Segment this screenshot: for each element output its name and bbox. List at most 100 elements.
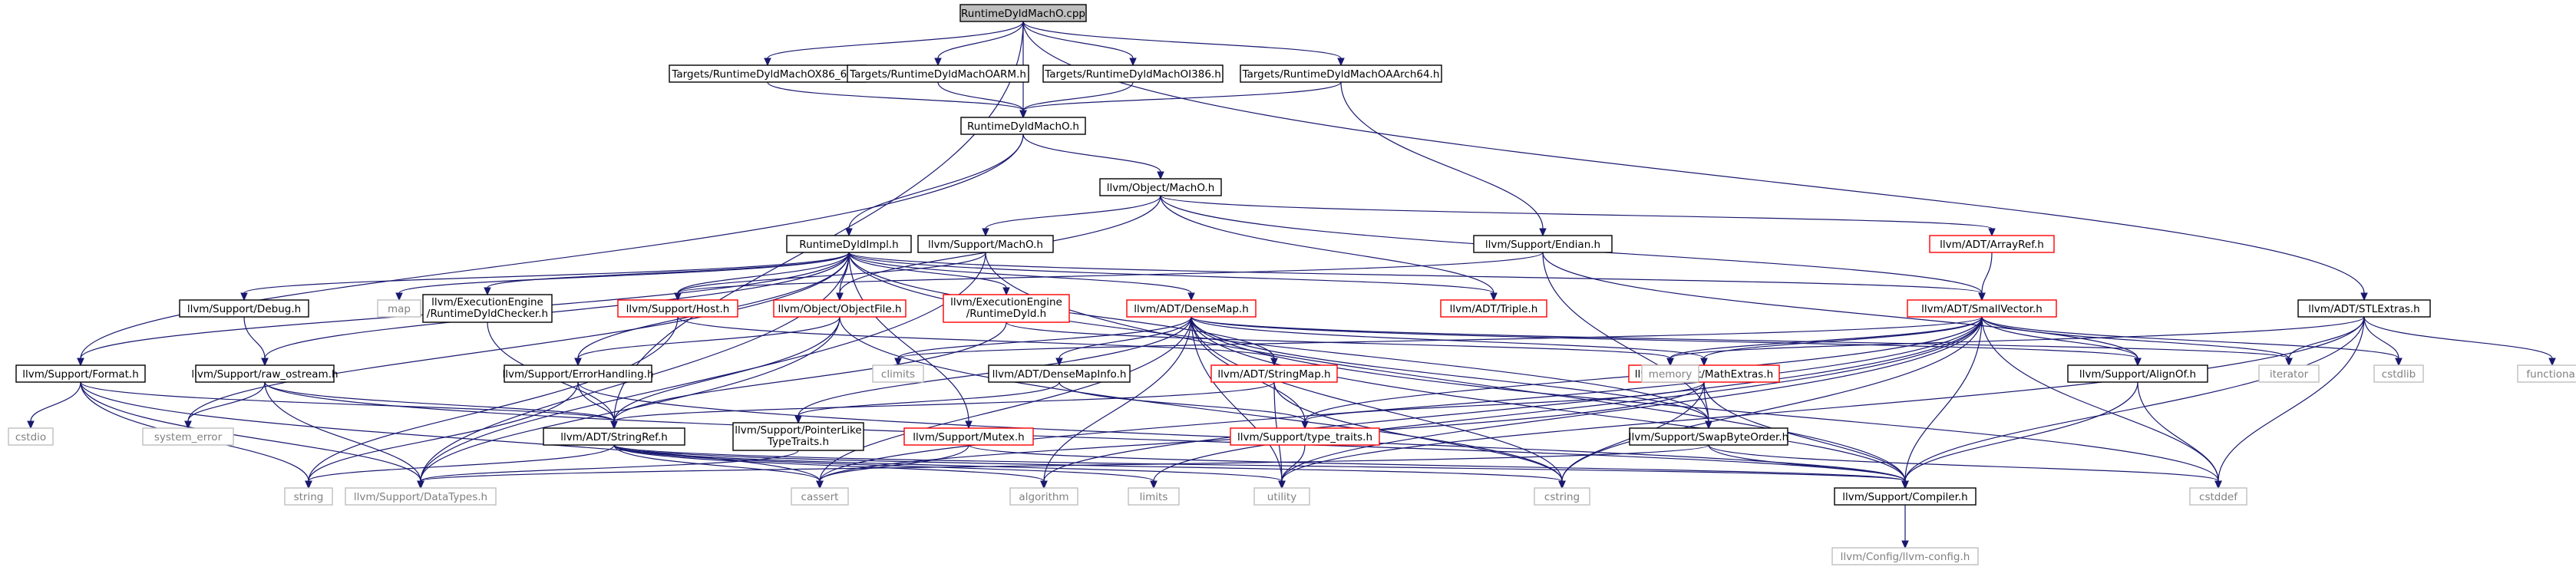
edge-mathextras-to-typetraits — [1301, 381, 1705, 430]
edge-aarch64-to-machoh — [1019, 81, 1342, 119]
node-climits[interactable]: climits — [872, 364, 924, 383]
node-swapbyte[interactable]: llvm/Support/SwapByteOrder.h — [1629, 427, 1788, 446]
node-stringmap[interactable]: llvm/ADT/StringMap.h — [1210, 364, 1338, 383]
node-box — [504, 364, 652, 383]
node-map[interactable]: map — [377, 299, 421, 318]
edge-line — [1669, 316, 1983, 359]
edge-arrowhead — [1700, 358, 1708, 367]
node-objfile[interactable]: llvm/Object/ObjectFile.h — [773, 299, 907, 318]
node-supmacho[interactable]: llvm/Support/MachO.h — [917, 235, 1054, 253]
node-typetraits[interactable]: llvm/Support/type_traits.h — [1230, 427, 1380, 446]
edge-impl-to-debug — [240, 252, 850, 302]
node-box — [988, 364, 1131, 383]
edge-arrayref-to-smallvec — [1978, 252, 1993, 302]
edge-line — [848, 252, 1007, 288]
edge-arrowhead — [1019, 110, 1027, 119]
node-machoh[interactable]: RuntimeDyldMachO.h — [960, 117, 1086, 135]
edge-stlextras-to-compiler — [1901, 316, 2365, 490]
node-functional[interactable]: functional — [2517, 364, 2576, 383]
node-alignof[interactable]: llvm/Support/AlignOf.h — [2067, 364, 2208, 383]
node-stlextras[interactable]: llvm/ADT/STLExtras.h — [2297, 299, 2431, 318]
node-arrayref[interactable]: llvm/ADT/ArrayRef.h — [1929, 235, 2055, 253]
node-cstdio[interactable]: cstdio — [8, 427, 54, 446]
node-box — [1210, 364, 1338, 383]
edge-stringref-to-cstring — [613, 444, 1566, 490]
node-root[interactable]: RuntimeDyldMachO.cpp — [959, 4, 1087, 22]
node-label: Targets/RuntimeDyldMachOAArch64.h — [1242, 68, 1440, 81]
edge-arrowhead — [2285, 358, 2293, 367]
node-datatypes[interactable]: llvm/Support/DataTypes.h — [345, 487, 497, 506]
edge-arrowhead — [484, 287, 491, 296]
node-label: Targets/RuntimeDyldMachOX86_64.h — [671, 68, 863, 81]
node-mutex[interactable]: llvm/Support/Mutex.h — [903, 427, 1034, 446]
node-stringref[interactable]: llvm/ADT/StringRef.h — [543, 427, 685, 446]
node-densemap[interactable]: llvm/ADT/DenseMap.h — [1126, 299, 1257, 318]
node-label: llvm/Support/AlignOf.h — [2079, 368, 2196, 381]
node-host[interactable]: llvm/Support/Host.h — [617, 299, 738, 318]
node-label: cstdio — [15, 431, 46, 443]
node-compiler[interactable]: llvm/Support/Compiler.h — [1834, 487, 1977, 506]
node-label: llvm/Support/MachO.h — [928, 239, 1043, 251]
node-syserror[interactable]: system_error — [142, 427, 234, 446]
node-box — [1099, 178, 1222, 196]
node-format[interactable]: llvm/Support/Format.h — [15, 364, 146, 383]
edge-line — [848, 134, 1024, 229]
node-aarch64[interactable]: Targets/RuntimeDyldMachOAArch64.h — [1240, 64, 1442, 83]
node-box — [903, 427, 1034, 446]
node-cstdlib[interactable]: cstdlib — [2373, 364, 2424, 383]
node-label: utility — [1267, 491, 1296, 503]
edge-mutex-to-compiler — [968, 444, 1909, 490]
node-densemapinfo[interactable]: llvm/ADT/DenseMapInfo.h — [988, 364, 1131, 383]
node-i386[interactable]: Targets/RuntimeDyldMachOI386.h — [1042, 64, 1224, 83]
node-memory[interactable]: memory — [1641, 364, 1699, 383]
node-objmacho[interactable]: llvm/Object/MachO.h — [1099, 178, 1222, 196]
node-cassert[interactable]: cassert — [791, 487, 849, 506]
edge-mutex-to-cassert — [816, 444, 969, 490]
edge-arrowhead — [261, 358, 269, 367]
node-triple[interactable]: llvm/ADT/Triple.h — [1440, 299, 1547, 318]
node-smallvec[interactable]: llvm/ADT/SmallVector.h — [1907, 299, 2057, 318]
node-box — [1929, 235, 2055, 253]
node-box — [284, 487, 333, 506]
edge-line — [767, 21, 1024, 59]
node-impl[interactable]: RuntimeDyldImpl.h — [786, 235, 912, 253]
edge-line — [819, 444, 969, 482]
node-label: llvm/Support/PointerLike — [735, 424, 861, 437]
node-iterator[interactable]: iterator — [2258, 364, 2320, 383]
node-cstddef[interactable]: cstddef — [2189, 487, 2247, 506]
node-debug[interactable]: llvm/Support/Debug.h — [179, 299, 309, 318]
edge-line — [1304, 381, 1705, 422]
node-box — [1831, 547, 1979, 565]
edge-line — [1160, 195, 1993, 229]
node-string[interactable]: string — [284, 487, 333, 506]
node-rawostream[interactable]: llvm/Support/raw_ostream.h — [191, 364, 339, 383]
node-label: llvm/ADT/DenseMapInfo.h — [992, 368, 1127, 381]
node-rtdyld[interactable]: llvm/ExecutionEngine/RuntimeDyld.h — [943, 294, 1070, 323]
node-label: llvm/ADT/DenseMap.h — [1134, 303, 1249, 315]
node-label: iterator — [2270, 368, 2309, 381]
node-box — [786, 235, 912, 253]
edge-arrowhead — [1558, 480, 1566, 490]
edge-impl-to-rtdyld — [848, 252, 1010, 296]
edge-line — [308, 316, 679, 482]
node-label: string — [294, 491, 324, 503]
node-box — [15, 364, 146, 383]
edge-line — [613, 444, 1906, 482]
node-limits[interactable]: limits — [1128, 487, 1180, 506]
edge-line — [1981, 252, 1993, 294]
node-arm[interactable]: Targets/RuntimeDyldMachOARM.h — [847, 64, 1029, 83]
node-cstring[interactable]: cstring — [1534, 487, 1590, 506]
node-x86[interactable]: Targets/RuntimeDyldMachOX86_64.h — [669, 64, 867, 83]
node-errhandling[interactable]: llvm/Support/ErrorHandling.h — [502, 364, 654, 383]
node-utility[interactable]: utility — [1253, 487, 1310, 506]
node-box — [2373, 364, 2424, 383]
node-checker[interactable]: llvm/ExecutionEngine/RuntimeDyldChecker.… — [422, 294, 553, 323]
edge-line — [1703, 316, 1983, 359]
node-llvmconfig[interactable]: llvm/Config/llvm-config.h — [1831, 547, 1979, 565]
node-box — [1253, 487, 1310, 506]
node-label: cstddef — [2199, 491, 2238, 503]
node-algorithm[interactable]: algorithm — [1009, 487, 1078, 506]
node-endian[interactable]: llvm/Support/Endian.h — [1473, 235, 1613, 253]
edge-objmacho-to-supmacho — [982, 195, 1161, 237]
